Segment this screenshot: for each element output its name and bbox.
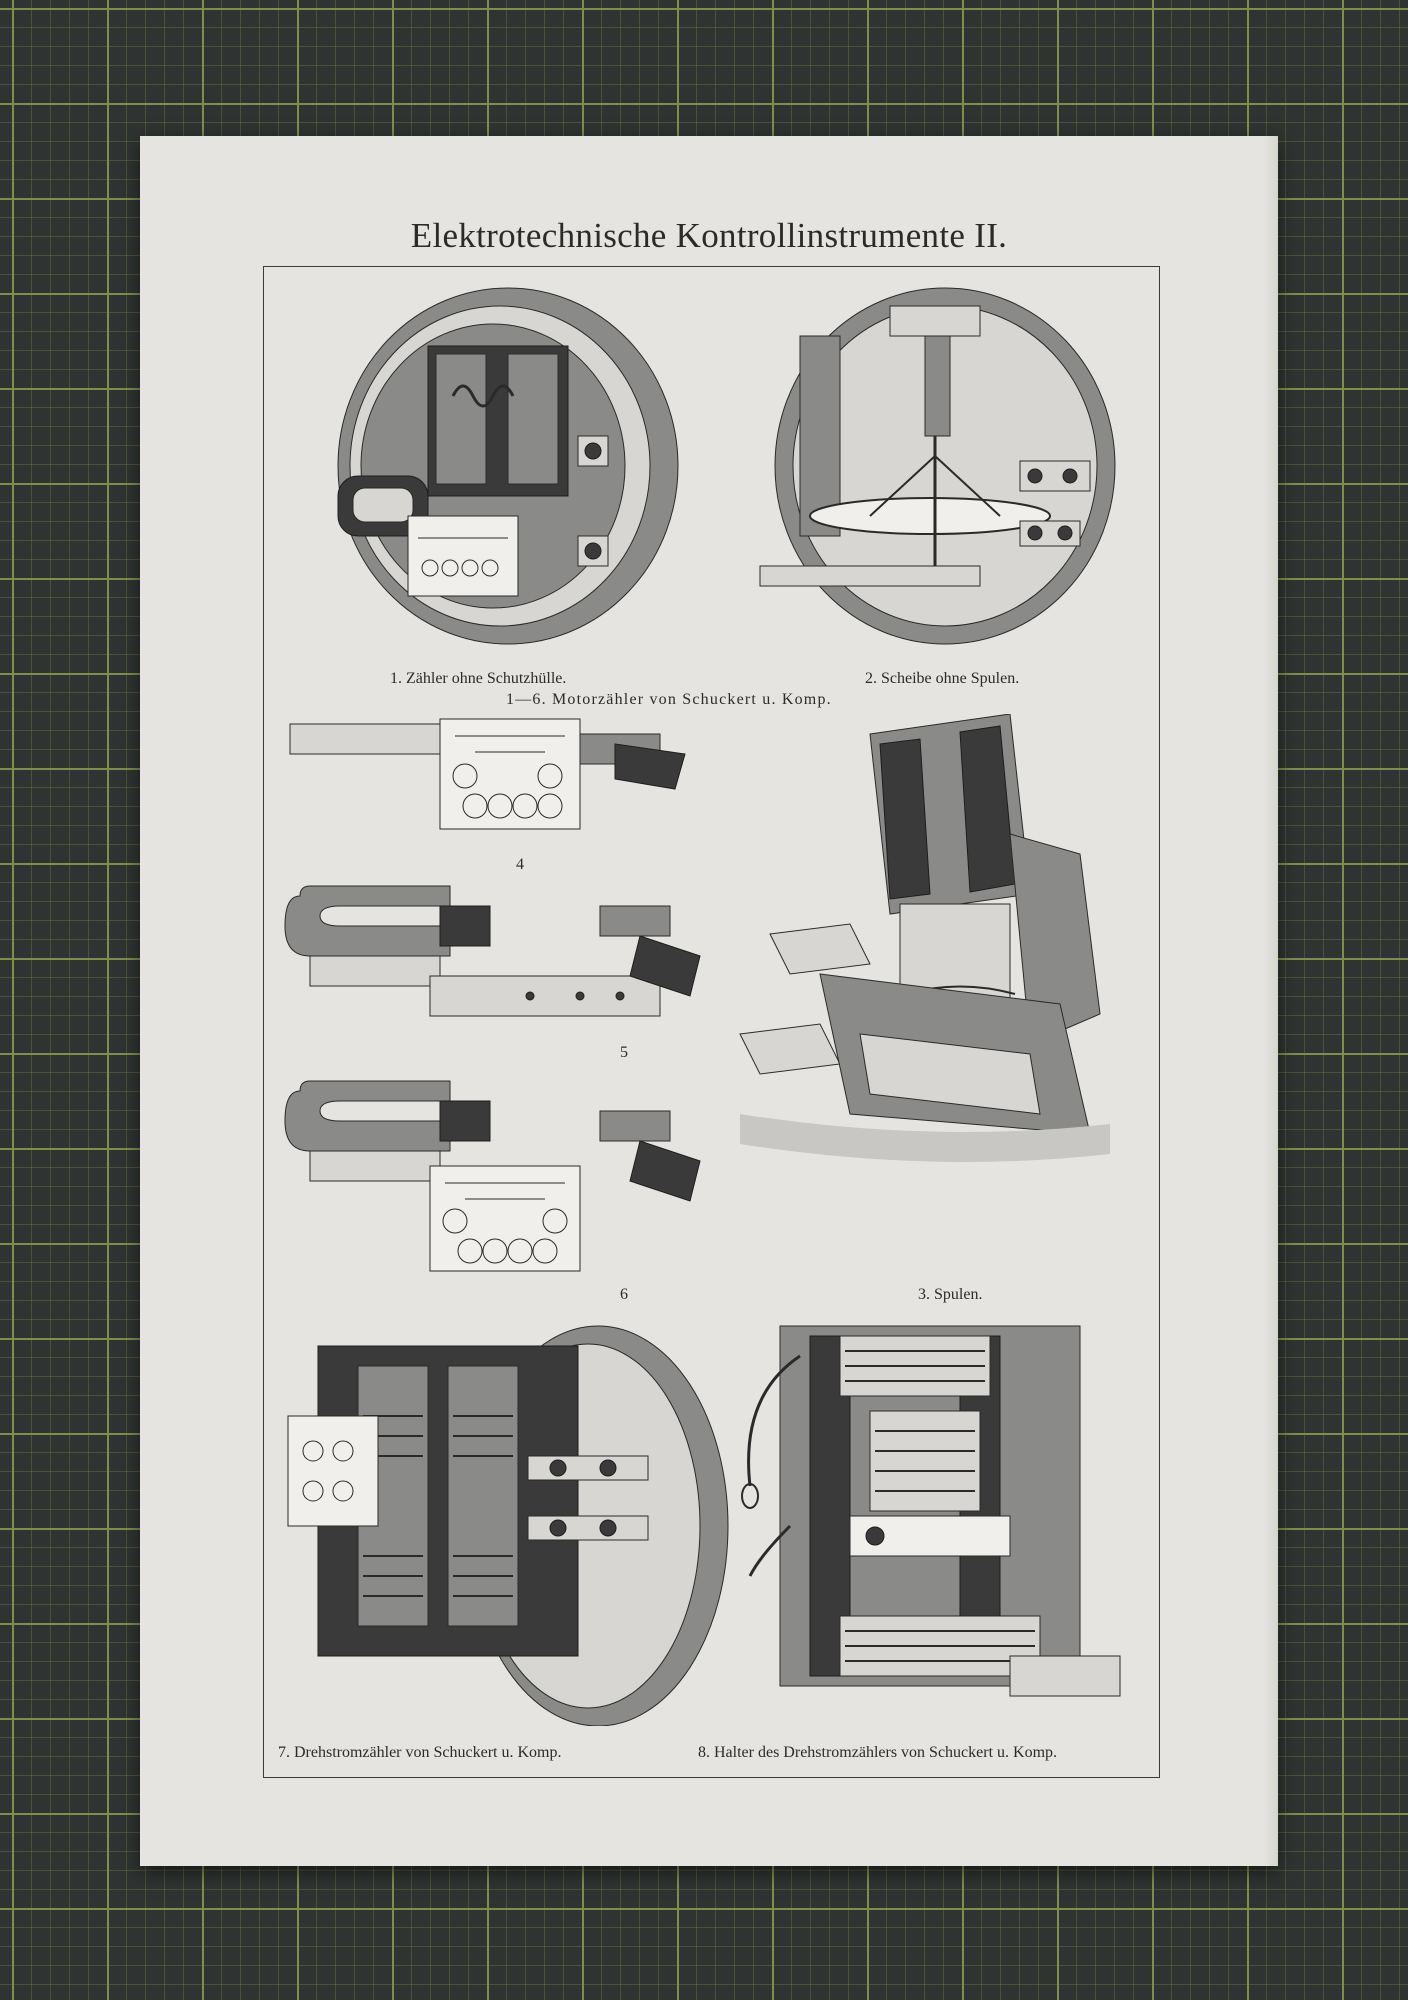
caption-series-1-6: 1—6. Motorzähler von Schuckert u. Komp. (506, 691, 832, 708)
figure-1-meter-illustration (337, 287, 679, 645)
caption-figure-8: 8. Halter des Drehstromzählers von Schuc… (698, 1744, 1058, 1761)
caption-figure-3: 3. Spulen. (918, 1286, 983, 1303)
figure-4-counter-illustration (289, 718, 686, 830)
print-sheet: Elektrotechnische Kontrollinstrumente II… (140, 136, 1278, 1866)
caption-figure-1: 1. Zähler ohne Schutzhülle. (390, 670, 567, 687)
figure-5-clamp-illustration (284, 885, 701, 1017)
figure-2-disc-illustration (759, 287, 1116, 645)
caption-figure-7: 7. Drehstromzähler von Schuckert u. Komp… (278, 1744, 562, 1761)
figure-6-counter-clamp-illustration (284, 1080, 701, 1272)
figure-7-three-phase-meter-illustration (287, 1325, 729, 1726)
caption-figure-5: 5 (620, 1044, 628, 1061)
caption-figure-6: 6 (620, 1286, 628, 1303)
illustration-frame (263, 266, 1160, 1778)
figure-3-coils-illustration (739, 714, 1110, 1162)
figure-8-holder-illustration (741, 1325, 1121, 1697)
caption-figure-2: 2. Scheibe ohne Spulen. (865, 670, 1020, 687)
page-title: Elektrotechnische Kontrollinstrumente II… (410, 216, 1008, 255)
caption-figure-4: 4 (516, 856, 524, 873)
